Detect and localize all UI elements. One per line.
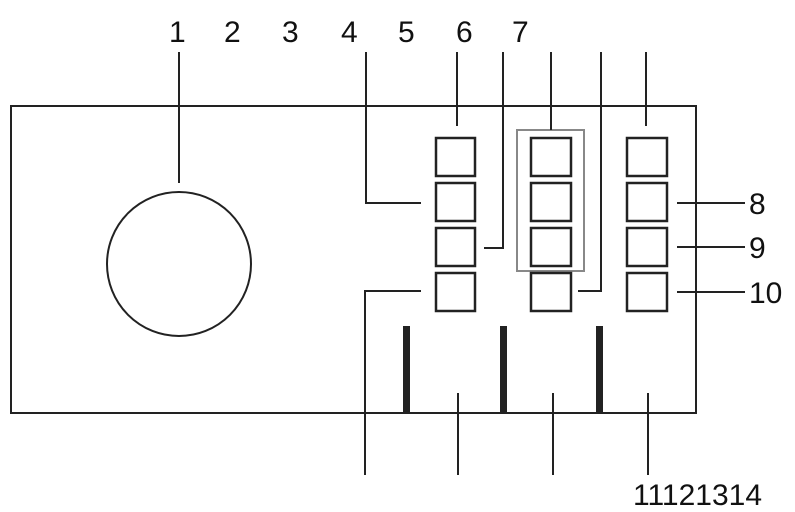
label-9: 9: [749, 232, 766, 265]
button-col2-row4: [529, 271, 573, 313]
button-col1-row1: [434, 136, 477, 178]
button-col2-row3: [529, 226, 573, 268]
button-col3-row4: [625, 271, 669, 313]
device-body: [10, 105, 697, 414]
leader-line-7: [484, 52, 504, 249]
label-1: 1: [169, 16, 186, 49]
button-col3-row2: [625, 181, 669, 223]
leader-line-5: [364, 290, 421, 475]
button-col1-row3: [434, 226, 477, 268]
button-col2-row2: [529, 181, 573, 223]
label-6: 6: [456, 16, 473, 49]
label-5: 5: [398, 16, 415, 49]
leader-line-4: [365, 52, 421, 204]
label-10: 10: [749, 277, 782, 310]
round-knob: [106, 191, 252, 337]
label-2: 2: [224, 16, 241, 49]
button-col2-row1: [529, 136, 573, 178]
leader-line-col2-row4: [578, 52, 602, 292]
label-3: 3: [282, 16, 299, 49]
divider-slot-1: [403, 326, 410, 413]
button-col3-row3: [625, 226, 669, 268]
divider-slot-2: [500, 326, 507, 413]
divider-slot-3: [596, 326, 603, 413]
label-7: 7: [512, 16, 529, 49]
button-col1-row2: [434, 181, 477, 223]
label-8: 8: [749, 188, 766, 221]
button-col3-row1: [625, 136, 669, 178]
label-4: 4: [341, 16, 358, 49]
button-col1-row4: [434, 271, 477, 313]
label-11-12-13-14: 11121314: [633, 479, 762, 512]
